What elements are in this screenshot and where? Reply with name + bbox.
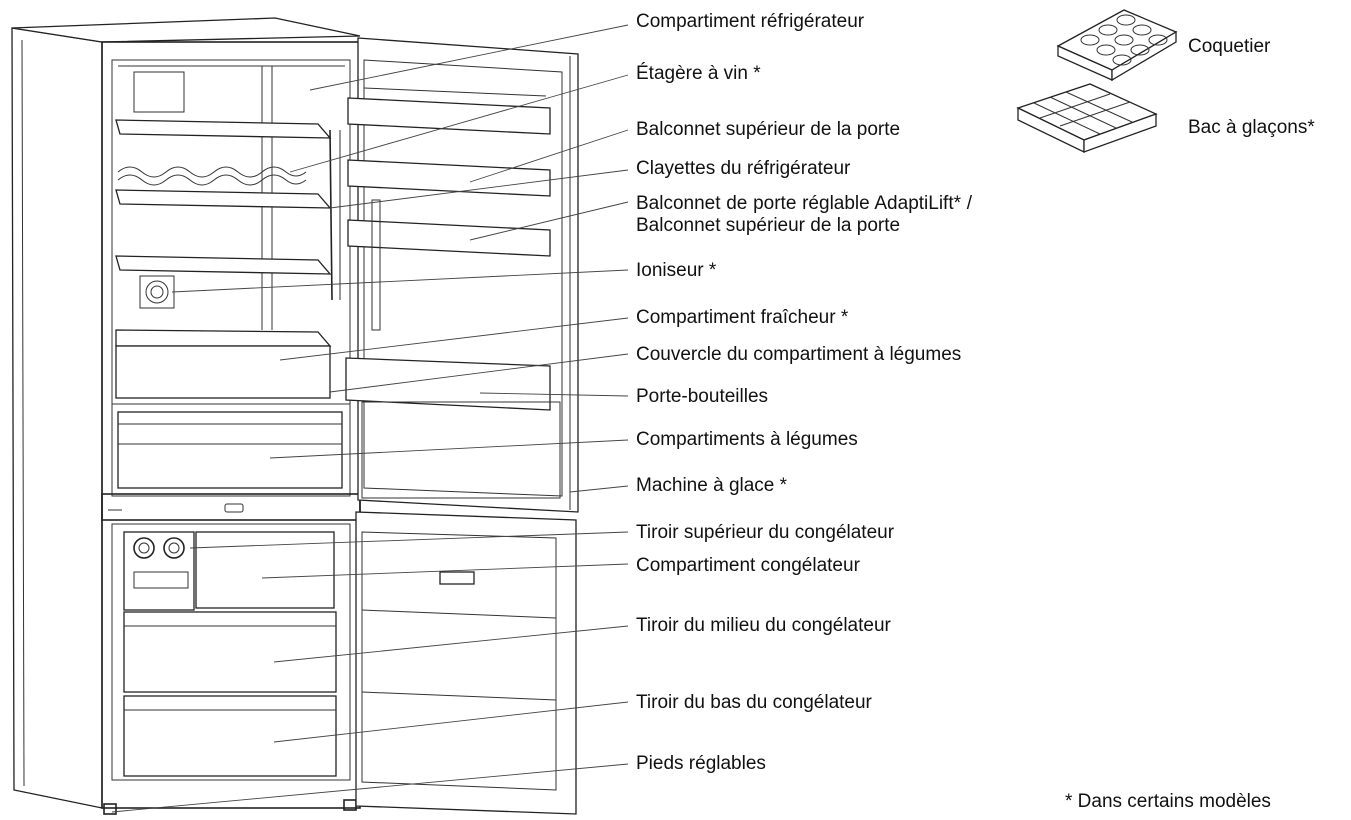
label-balconnet-superieur: Balconnet supérieur de la porte [636, 119, 901, 140]
label-pieds-reglables: Pieds réglables [636, 753, 766, 774]
label-clayettes: Clayettes du réfrigérateur [636, 158, 851, 179]
label-ioniseur: Ioniseur * [636, 260, 717, 281]
leader-lines [111, 24, 629, 813]
label-balconnet-reglable-line1: Balconnet de porte réglable AdaptiLift* … [636, 193, 972, 214]
label-compartiment-fraicheur: Compartiment fraîcheur * [636, 307, 849, 328]
refrigerator-doors [345, 37, 579, 815]
label-tiroir-superieur: Tiroir supérieur du congélateur [636, 522, 895, 543]
label-balconnet-reglable-line2: Balconnet supérieur de la porte [636, 215, 901, 236]
label-compartiment-congelateur: Compartiment congélateur [636, 555, 860, 576]
label-compartiments-legumes: Compartiments à légumes [636, 429, 858, 450]
label-compartiment-refrigerateur: Compartiment réfrigérateur [636, 11, 865, 32]
label-coquetier: Coquetier [1188, 36, 1271, 57]
refrigerator-cabinet [11, 17, 361, 815]
label-couvercle-legumes: Couvercle du compartiment à légumes [636, 344, 962, 365]
label-bac-glacons: Bac à glaçons* [1188, 117, 1315, 138]
label-machine-glace: Machine à glace * [636, 475, 788, 496]
egg-tray-illustration [1056, 9, 1178, 82]
label-tiroir-bas: Tiroir du bas du congélateur [636, 692, 872, 713]
ice-tray-illustration [1016, 83, 1158, 154]
label-porte-bouteilles: Porte-bouteilles [636, 386, 769, 407]
footnote: * Dans certains modèles [1065, 791, 1271, 812]
label-tiroir-milieu: Tiroir du milieu du congélateur [636, 615, 891, 636]
label-etagere-vin: Étagère à vin * [636, 63, 761, 84]
